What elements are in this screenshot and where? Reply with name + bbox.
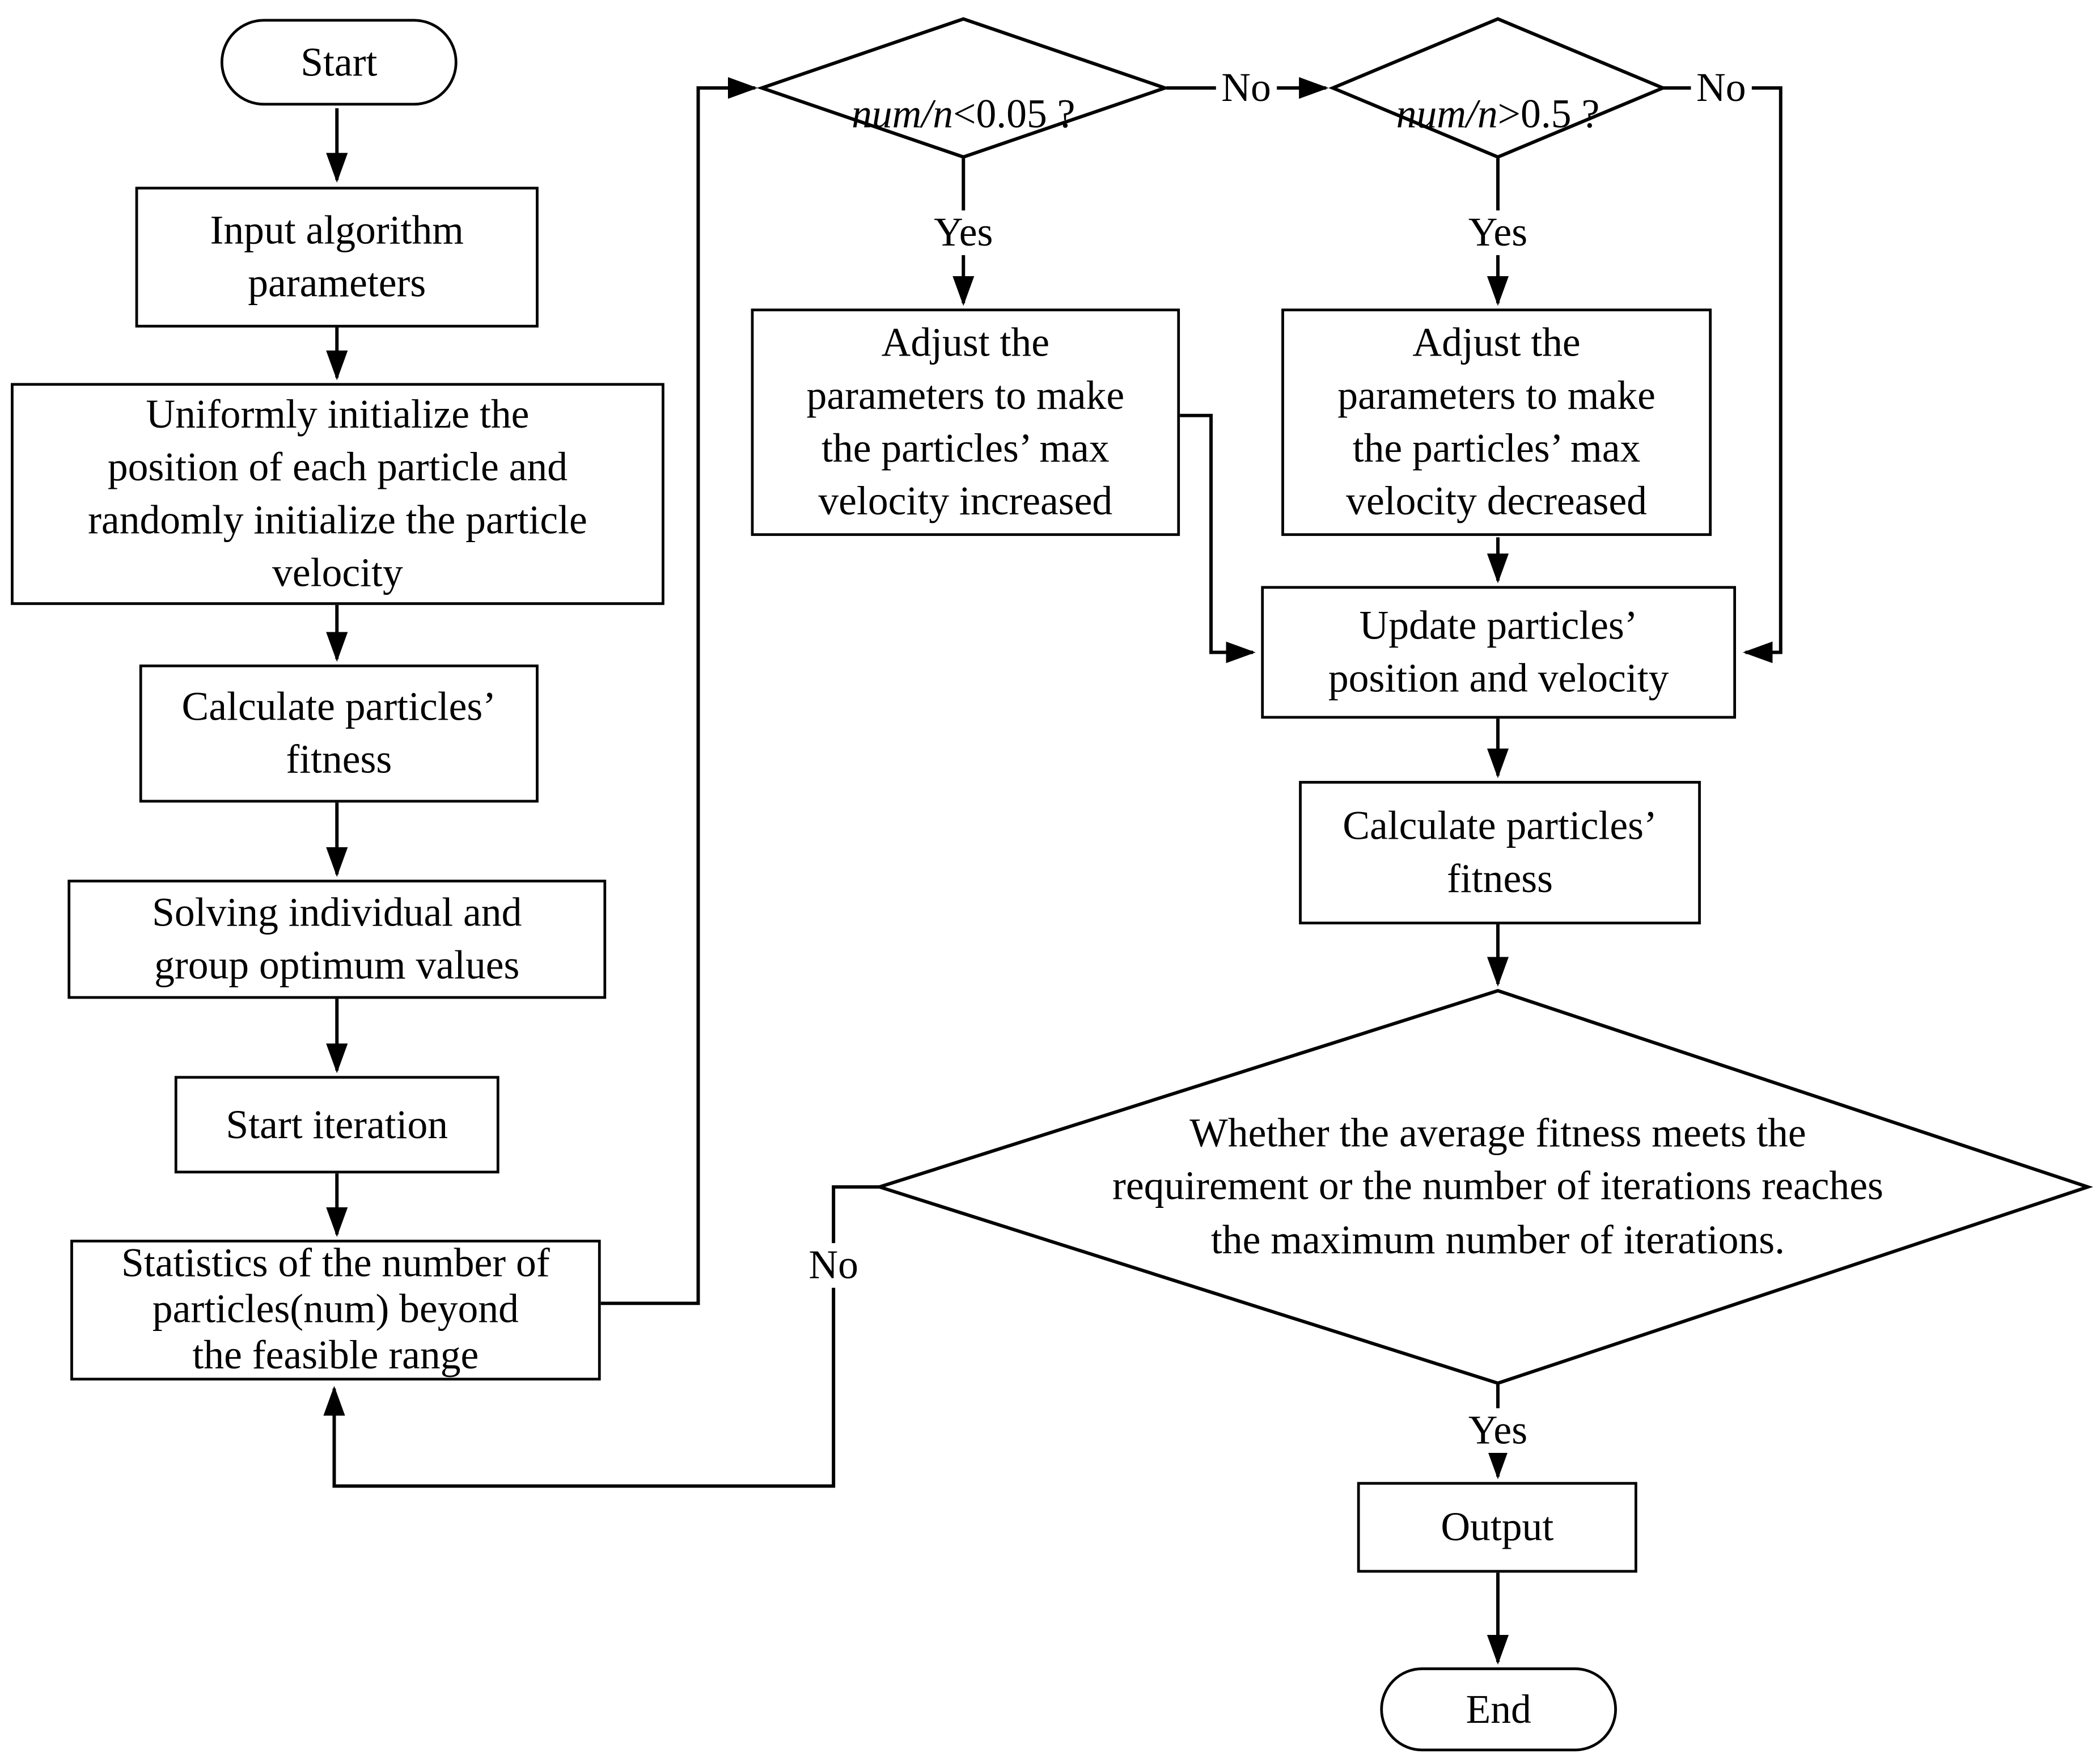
statistics-step: Statistics of the number of particles(nu…: [70, 1240, 601, 1381]
decision-high-variable: num/n: [1396, 92, 1498, 137]
label-decision-high-yes: Yes: [1463, 210, 1533, 255]
calculate-fitness-1-label: Calculate particles’ fitness: [181, 684, 497, 783]
decision-low-diamond: [756, 17, 1171, 159]
end-label: End: [1466, 1687, 1531, 1732]
label-decision-high-no: No: [1691, 65, 1752, 111]
start-iteration-label: Start iteration: [226, 1102, 448, 1147]
end-terminal: End: [1380, 1667, 1617, 1752]
label-decision-final-yes: Yes: [1463, 1408, 1533, 1453]
start-terminal: Start: [221, 19, 458, 106]
decision-final-text: Whether the average fitness meets the re…: [893, 1018, 2100, 1356]
adjust-increase-label: Adjust the parameters to make the partic…: [806, 320, 1125, 524]
label-decision-low-no: No: [1216, 65, 1277, 111]
adjust-decrease-label: Adjust the parameters to make the partic…: [1337, 320, 1656, 524]
adjust-increase-step: Adjust the parameters to make the partic…: [751, 308, 1180, 536]
solve-optimum-label: Solving individual and group optimum val…: [152, 890, 522, 988]
calculate-fitness-2-step: Calculate particles’ fitness: [1299, 781, 1701, 925]
decision-low-text: num/n<0.05 ?: [762, 19, 1165, 157]
decision-final-diamond: [874, 988, 2093, 1385]
update-particles-step: Update particles’ position and velocity: [1261, 586, 1737, 719]
decision-final-label: Whether the average fitness meets the re…: [1112, 1110, 1883, 1263]
adjust-decrease-step: Adjust the parameters to make the partic…: [1281, 308, 1712, 536]
input-parameters-step: Input algorithm parameters: [135, 187, 539, 328]
output-label: Output: [1441, 1504, 1554, 1550]
solve-optimum-step: Solving individual and group optimum val…: [67, 880, 607, 999]
start-iteration-step: Start iteration: [174, 1076, 499, 1174]
initialize-label: Uniformly initialize the position of eac…: [88, 392, 587, 596]
connector-adjust-increase-to-update: [1180, 413, 1256, 663]
calculate-fitness-1-step: Calculate particles’ fitness: [139, 664, 539, 803]
calculate-fitness-2-label: Calculate particles’ fitness: [1343, 804, 1657, 902]
label-decision-final-no: No: [803, 1243, 864, 1288]
decision-low-variable: num/n: [852, 92, 954, 137]
connector-decision-final-no: [323, 1185, 880, 1488]
decision-high-text: num/n>0.5 ?: [1333, 19, 1663, 157]
decision-high-diamond: [1328, 17, 1667, 159]
start-label: Start: [300, 40, 378, 85]
statistics-label: Statistics of the number of particles(nu…: [121, 1241, 550, 1378]
output-step: Output: [1357, 1482, 1637, 1573]
decision-low-condition: <0.05 ?: [953, 92, 1076, 137]
update-particles-label: Update particles’ position and velocity: [1328, 603, 1669, 701]
connector-statistics-to-decision-low: [600, 77, 758, 1305]
input-parameters-label: Input algorithm parameters: [210, 208, 464, 306]
label-decision-low-yes: Yes: [928, 210, 998, 255]
decision-high-condition: >0.5 ?: [1497, 92, 1600, 137]
initialize-step: Uniformly initialize the position of eac…: [11, 383, 664, 605]
